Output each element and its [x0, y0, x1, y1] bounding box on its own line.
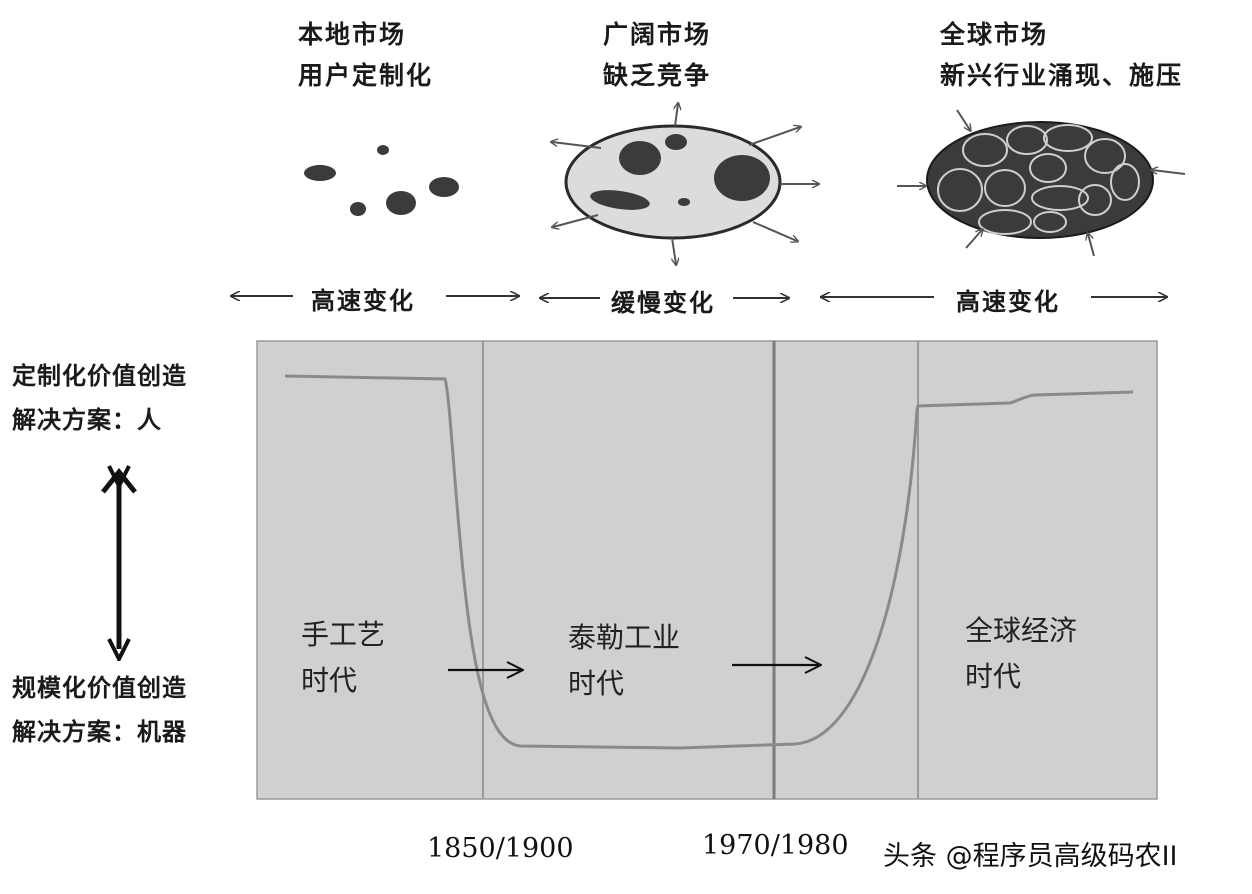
- expanding-market-illustration: [552, 104, 818, 264]
- speed-label-fast-1: 高速变化: [305, 281, 421, 316]
- custom-value-label: 定制化价值创造解决方案：人: [12, 354, 187, 442]
- year-label-1850: 1850/1900: [427, 833, 574, 864]
- taylor-era-label: 泰勒工业时代: [568, 615, 680, 707]
- watermark: 头条 @程序员高级码农II: [883, 834, 1178, 873]
- craft-era-label: 手工艺时代: [301, 612, 385, 704]
- scale-value-label: 规模化价值创造解决方案：机器: [12, 666, 187, 754]
- global-era-label: 全球经济时代: [965, 608, 1077, 700]
- year-label-1970: 1970/1980: [702, 830, 849, 861]
- compressed-market-illustration: [897, 110, 1185, 256]
- speed-label-slow: 缓慢变化: [605, 283, 721, 318]
- speed-label-fast-2: 高速变化: [950, 282, 1066, 317]
- era-panel: [257, 341, 1157, 799]
- scattered-blobs-illustration: [304, 145, 459, 216]
